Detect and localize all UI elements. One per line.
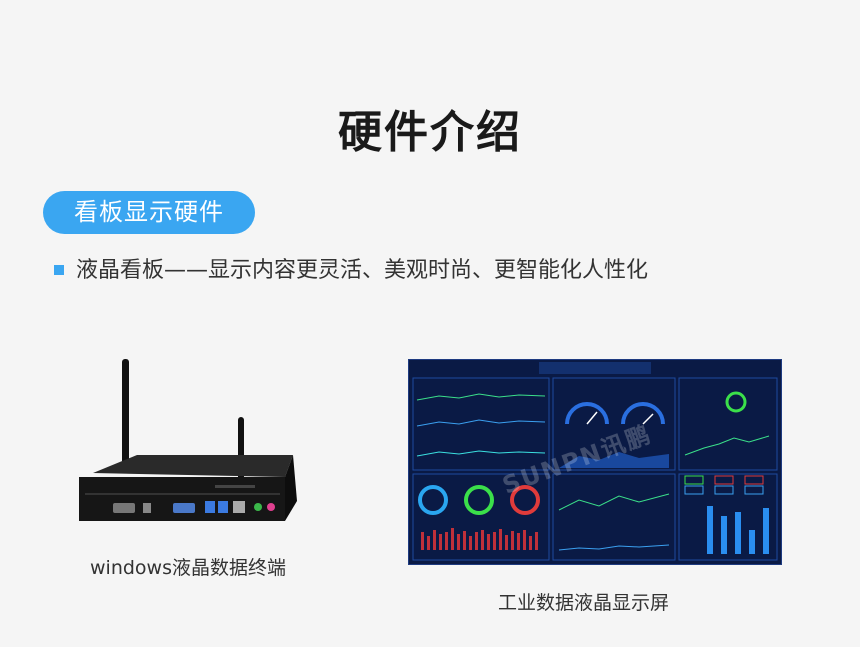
dashboard-caption: 工业数据液晶显示屏 (498, 592, 670, 614)
page-title: 硬件介绍 (338, 107, 522, 158)
feature-bullet-text: 液晶看板——显示内容更灵活、美观时尚、更智能化人性化 (76, 258, 649, 283)
bullet-square-icon (54, 265, 64, 275)
terminal-device-image (79, 359, 297, 521)
terminal-caption: windows液晶数据终端 (90, 557, 286, 579)
dashboard-screen-image (408, 359, 782, 565)
section-label-pill: 看板显示硬件 (43, 191, 255, 234)
